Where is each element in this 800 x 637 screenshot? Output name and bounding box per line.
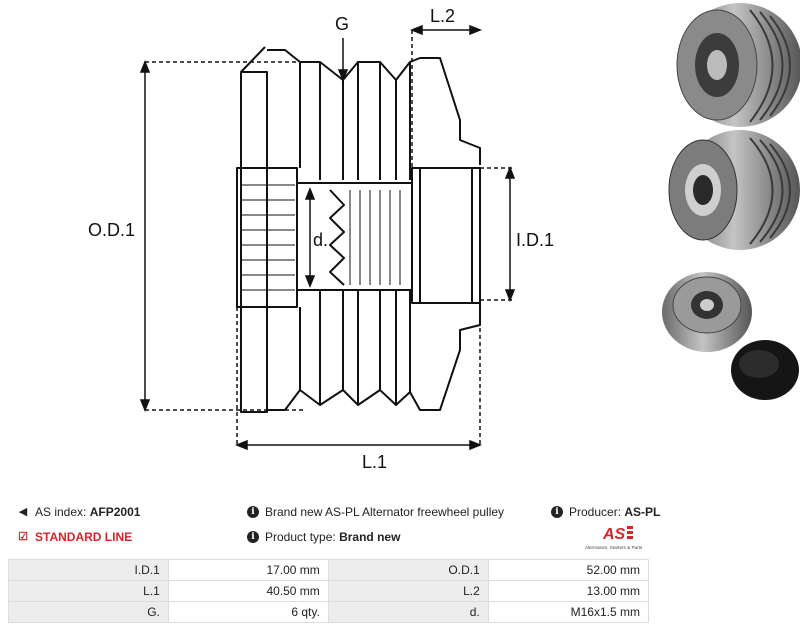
product-line-label: STANDARD LINE — [35, 530, 133, 544]
groove-profile-bottom — [267, 300, 481, 411]
product-type-value: Brand new — [339, 530, 401, 544]
table-row: I.D.1 17.00 mm O.D.1 52.00 mm — [8, 559, 650, 581]
svg-text:AS: AS — [602, 526, 626, 543]
product-type-label: Product type: — [265, 530, 336, 544]
thread-profile — [329, 189, 345, 286]
info-icon: i — [247, 531, 259, 543]
product-type: i Product type: Brand new — [247, 530, 400, 544]
info-icon: i — [551, 506, 563, 518]
product-info: ◀ AS index: AFP2001 ☑ STANDARD LINE i Br… — [0, 500, 800, 560]
table-row: L.1 40.50 mm L.2 13.00 mm — [8, 580, 650, 602]
description-text: Brand new AS-PL Alternator freewheel pul… — [265, 505, 505, 519]
dimension-lines — [139, 24, 516, 451]
dim-label-od1: O.D.1 — [88, 220, 135, 240]
pulley-flange-left — [240, 71, 268, 413]
producer-label: Producer: — [569, 505, 622, 519]
pulley-photo-rear — [662, 272, 752, 352]
dim-label-id1: I.D.1 — [516, 230, 554, 250]
spec-table: I.D.1 17.00 mm O.D.1 52.00 mm L.1 40.50 … — [8, 559, 650, 623]
product-line: ☑ STANDARD LINE — [17, 530, 132, 544]
pulley-cap-photo — [731, 340, 799, 400]
extension-lines — [145, 30, 515, 445]
as-index-value: AFP2001 — [89, 505, 141, 519]
groove-profile-top — [267, 49, 481, 165]
dim-label-l2: L.2 — [430, 6, 455, 26]
svg-text:Alternators, Starters & Parts: Alternators, Starters & Parts — [585, 545, 643, 550]
dim-label-l1: L.1 — [362, 452, 387, 472]
table-row: G. 6 qty. d. M16x1.5 mm — [8, 601, 650, 623]
as-pl-logo: AS Alternators, Starters & Parts — [585, 526, 643, 550]
technical-drawing: G L.2 O.D.1 d. I.D.1 L.1 — [88, 6, 554, 472]
product-photos — [662, 3, 800, 400]
counterbore — [411, 167, 481, 304]
info-icon: i — [247, 506, 259, 518]
producer-value: AS-PL — [624, 505, 661, 519]
tag-icon: ◀ — [18, 506, 28, 518]
checkbox-icon: ☑ — [18, 531, 28, 543]
description: i Brand new AS-PL Alternator freewheel p… — [247, 505, 504, 519]
producer: i Producer: AS-PL — [551, 505, 660, 519]
dim-label-g: G — [335, 14, 349, 34]
pulley-photo-side — [668, 130, 800, 250]
as-index-label: AS index: — [35, 505, 87, 519]
dim-label-d: d. — [313, 230, 328, 250]
as-index: ◀ AS index: AFP2001 — [17, 505, 141, 519]
spline-hatch — [241, 184, 295, 291]
thread-hatch — [349, 190, 401, 285]
pulley-photo-front — [676, 3, 800, 127]
